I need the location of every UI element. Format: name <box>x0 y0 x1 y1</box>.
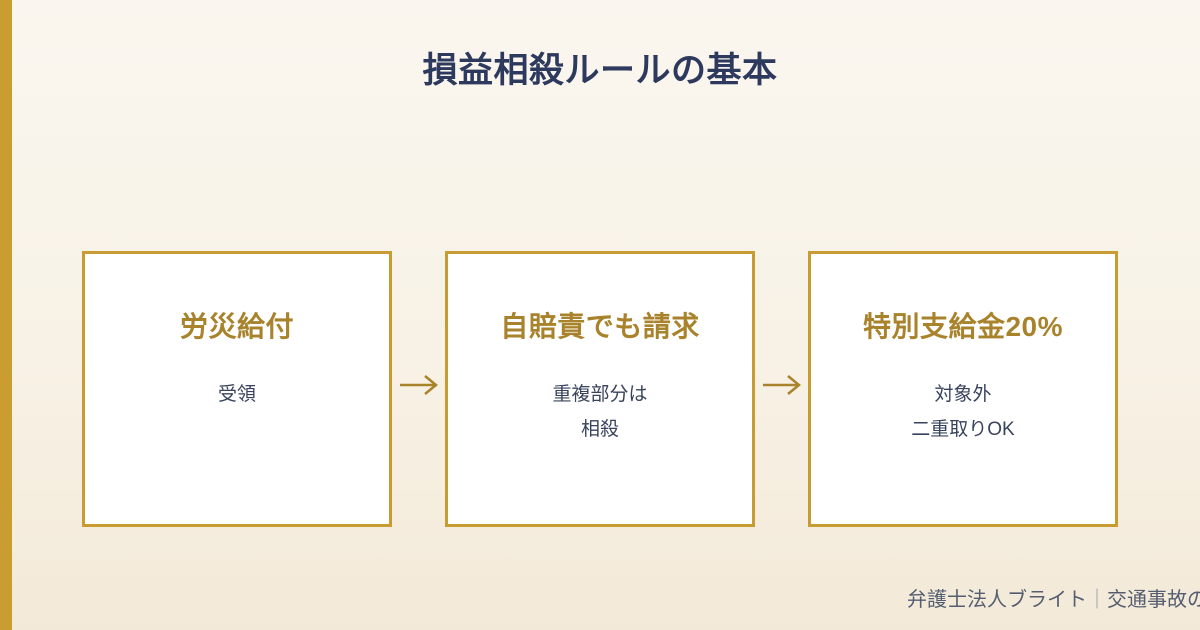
footer-credit: 弁護士法人ブライト｜交通事故の <box>907 588 1200 613</box>
step-2-body: 重複部分は 相殺 <box>448 377 752 447</box>
footer-separator: ｜ <box>1087 589 1107 611</box>
step-3-line-2: 二重取りOK <box>911 419 1015 440</box>
step-2-heading: 自賠責でも請求 <box>500 311 700 342</box>
step-1-body: 受領 <box>85 377 389 412</box>
arrow-right-icon <box>399 375 438 395</box>
flow-step-card-1: 労災給付 受領 <box>82 251 392 527</box>
flow-diagram: 労災給付 受領 自賠責でも請求 重複部分は 相殺 特別支 <box>82 251 1118 527</box>
step-1-line-1: 受領 <box>217 384 256 405</box>
left-accent-bar <box>0 0 12 630</box>
step-2-line-2: 相殺 <box>580 419 619 440</box>
footer-category: 交通事故の <box>1107 589 1200 611</box>
arrow-right-icon <box>762 375 801 395</box>
page-title: 損益相殺ルールの基本 <box>422 51 778 90</box>
step-3-line-1: 対象外 <box>934 384 992 405</box>
flow-step-card-3: 特別支給金20% 対象外 二重取りOK <box>808 251 1118 527</box>
flow-step-card-2: 自賠責でも請求 重複部分は 相殺 <box>445 251 755 527</box>
footer-brand: 弁護士法人ブライト <box>907 589 1087 611</box>
step-3-heading: 特別支給金20% <box>862 311 1064 342</box>
arrow-cell-2 <box>755 251 808 527</box>
step-3-body: 対象外 二重取りOK <box>811 377 1115 447</box>
step-2-line-1: 重複部分は <box>552 384 648 405</box>
arrow-cell-1 <box>392 251 445 527</box>
step-1-heading: 労災給付 <box>179 311 294 342</box>
